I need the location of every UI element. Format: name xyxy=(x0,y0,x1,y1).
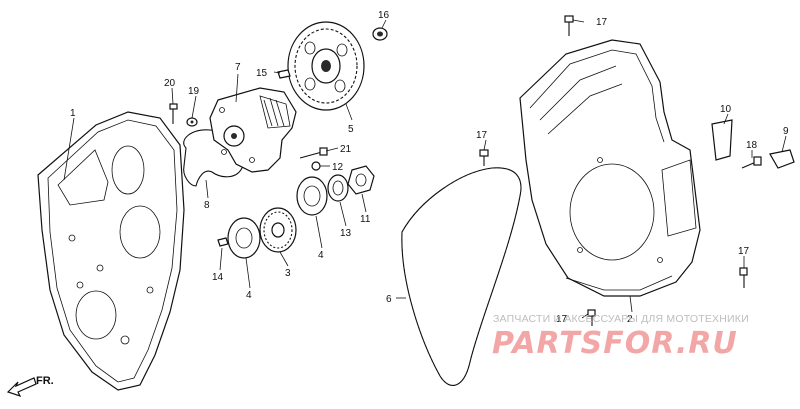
callout-13: 13 xyxy=(340,228,352,239)
callout-12: 12 xyxy=(332,162,344,173)
callout-7: 7 xyxy=(235,62,241,73)
callout-4-upper: 4 xyxy=(318,250,324,261)
callout-8: 8 xyxy=(204,200,210,211)
woodruff-key xyxy=(217,237,229,247)
bolt-17-bottom xyxy=(587,309,596,326)
callout-17-right: 17 xyxy=(738,246,750,257)
callout-17-top: 17 xyxy=(596,17,608,28)
callout-2: 2 xyxy=(627,314,633,325)
nut-11 xyxy=(347,165,375,195)
callout-17-left: 17 xyxy=(476,130,488,141)
callout-labels: 1 2 3 4 4 5 6 7 8 9 10 11 12 13 14 15 16… xyxy=(70,10,789,325)
callout-14: 14 xyxy=(212,272,224,283)
bolt-21 xyxy=(299,147,328,159)
cam-pulley xyxy=(287,21,365,111)
callout-1: 1 xyxy=(70,108,76,119)
callout-5: 5 xyxy=(348,124,354,135)
timing-belt xyxy=(401,167,522,386)
front-direction-label: FR. xyxy=(36,375,54,387)
bolt-17-top xyxy=(564,15,574,36)
callout-4-lower: 4 xyxy=(246,290,252,301)
rear-cover-plate xyxy=(37,111,185,391)
watermark-logo: PARTSFOR.RU xyxy=(492,326,738,361)
washer-19 xyxy=(186,117,198,127)
callout-6: 6 xyxy=(386,294,392,305)
callout-15: 15 xyxy=(256,68,268,79)
watermark-tagline: ЗАПЧАСТИ И АКСЕССУАРЫ ДЛЯ МОТОТЕХНИКИ xyxy=(493,313,749,325)
callout-11: 11 xyxy=(360,214,371,225)
callout-20: 20 xyxy=(164,78,176,89)
front-direction-marker: FR. xyxy=(6,375,54,398)
callout-19: 19 xyxy=(188,86,200,97)
bracket-10 xyxy=(711,119,733,161)
bolt-17-left xyxy=(479,149,489,166)
bolt-18 xyxy=(741,156,762,169)
leader-lines xyxy=(63,19,787,319)
pump-assembly xyxy=(209,87,297,173)
nut-12 xyxy=(311,161,321,171)
cap-nut xyxy=(372,27,388,41)
bolt-20 xyxy=(169,103,178,124)
callout-3: 3 xyxy=(285,268,291,279)
front-timing-cover xyxy=(519,39,701,297)
callout-18: 18 xyxy=(746,140,758,151)
dowel-pin xyxy=(277,69,291,79)
gasket-o-ring xyxy=(183,129,245,187)
clip-9 xyxy=(769,149,795,169)
guide-plate-upper xyxy=(296,176,328,216)
callout-10: 10 xyxy=(720,104,732,115)
callout-17-bottom: 17 xyxy=(556,314,568,325)
guide-plate-lower xyxy=(227,217,261,259)
callout-9: 9 xyxy=(783,126,789,137)
callout-16: 16 xyxy=(378,10,390,21)
front-arrow-icon xyxy=(6,377,37,398)
crank-gear xyxy=(259,207,297,253)
seal-13 xyxy=(327,174,349,202)
callout-21: 21 xyxy=(340,144,352,155)
bolt-17-right xyxy=(739,267,748,288)
